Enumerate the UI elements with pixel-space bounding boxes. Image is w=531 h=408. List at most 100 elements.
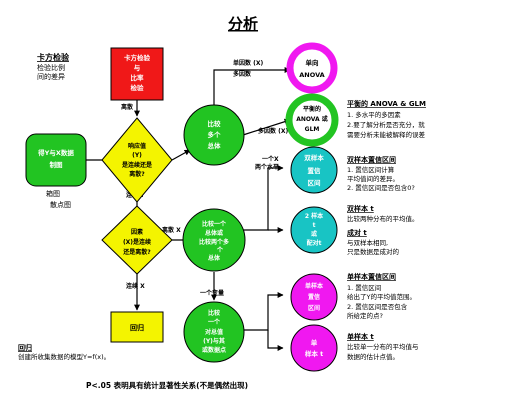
factor-type-diamond — [101, 205, 173, 275]
connectors — [86, 67, 291, 351]
regression-box — [110, 311, 164, 343]
chi-square-heading: 卡方检验 — [37, 52, 70, 62]
regression-note-text: 创建所收集数据的模型Y=f(x)。 — [18, 352, 110, 361]
circle1-line-2: 多个 — [208, 130, 222, 139]
anova2-line-3: GLM — [305, 126, 320, 133]
graph-data-box-line-2: 制图 — [50, 160, 64, 169]
edge-label-multi-factor: 多因数 — [233, 70, 252, 78]
regression-note-heading: 回归 — [18, 343, 32, 352]
edge-label-discrete-x: 离散 X — [162, 226, 181, 234]
chi-square-box — [110, 47, 164, 101]
circle1-line-1: 比较 — [208, 119, 222, 128]
edge-label-one-x: 一个X — [262, 155, 279, 163]
two-t-note-heading: 双样本 t — [347, 204, 374, 213]
diamond2-line-3: 还是离散? — [122, 248, 151, 256]
anova2-line-1: 平衡的 — [303, 105, 321, 113]
cyan1-line-2: 置信 — [308, 166, 322, 175]
circle3-line-3: 对总值 — [205, 328, 223, 336]
diamond1-line-2: (Y) — [132, 152, 142, 159]
circle3-line-2: 一个 — [208, 318, 221, 326]
chi-square-line-1: 检验比例 — [37, 63, 65, 72]
anova-note-item-2: 2.要了解分析是否充分，就 — [347, 120, 425, 129]
magenta2-line-1: 单 — [311, 338, 318, 347]
compare-many-circle — [183, 104, 245, 166]
circle1-line-3: 总体 — [208, 141, 222, 150]
cyan2-line-2: t — [313, 222, 316, 229]
anova-note-item-1: 1. 多水平的多因素 — [347, 110, 401, 119]
graph-type-box-plot: 箱图 — [46, 189, 60, 198]
paired-t-note-item-2: 只是数据是成对的 — [347, 247, 400, 256]
circle2-line-1: 比较一个 — [202, 220, 227, 228]
edge-label-one-variable: 一个变量 — [200, 289, 224, 297]
cyan2-line-1: 2 样本 — [305, 212, 324, 220]
magenta1-line-3: 区间 — [308, 304, 320, 312]
magenta1-line-1: 单样本 — [305, 282, 324, 290]
anova1-line-1: 单向 — [306, 58, 320, 67]
regression-box-label: 回归 — [130, 323, 144, 332]
connector-diamond1-to-circle1 — [171, 149, 191, 161]
graph-data-box-line-1: 得Y与X数据 — [37, 148, 74, 157]
one-t-note-heading: 单样本 t — [347, 332, 374, 341]
cyan2-line-4: 配对t — [307, 239, 322, 247]
diamond1-line-4: 离散? — [129, 170, 145, 178]
circle2-line-4: 个 — [216, 246, 224, 254]
anova-note-heading: 平衡的 ANOVA & GLM — [347, 99, 426, 108]
anova-note-item-3: 需要分析未能被解释的误差 — [347, 130, 426, 139]
circle3-line-1: 比较 — [208, 309, 220, 317]
one-sample-ci-circle — [290, 273, 338, 321]
cyan1-line-1: 双样本 — [304, 153, 324, 162]
significance-footer: P<.05 表明具有统计显著性关系(不是偶然出现) — [86, 380, 248, 390]
circle2-line-2: 总体或 — [205, 229, 223, 237]
diamond1-line-3: 是连续还是 — [121, 161, 153, 169]
one-t-note-item-1: 比较单一分布的平均值与 — [347, 342, 419, 351]
graph-data-box — [25, 133, 87, 187]
chi-square-box-line-2: 与 — [134, 63, 141, 72]
diamond2-line-2: (X)是连续 — [123, 238, 151, 246]
connector-circle3-to-magenta2 — [267, 330, 284, 351]
circle2-line-3: 比较两个多 — [199, 238, 229, 246]
graph-type-scatter: 散点图 — [50, 200, 71, 209]
two-sample-ci-circle — [290, 146, 338, 194]
compare-one-circle — [183, 301, 245, 363]
circle2-line-5: 总体 — [208, 254, 221, 262]
edge-label-two-levels: 两个水平 — [255, 163, 279, 171]
anova2-line-2: ANOVA 或 — [296, 115, 328, 123]
balanced-anova-circle — [285, 93, 339, 147]
anova1-line-2: ANOVA — [299, 71, 324, 79]
two-ci-note-heading: 双样本置信区间 — [347, 155, 396, 164]
cyan1-line-3: 区间 — [308, 178, 322, 187]
two-sample-t-circle — [290, 206, 338, 254]
paired-t-note-heading: 成对 t — [347, 228, 367, 237]
edge-label-single-factor: 单因数 (X) — [233, 59, 263, 67]
connector-circle2-to-cyan1 — [243, 165, 284, 231]
two-t-note-text: 比较两种分布的平均值。 — [347, 214, 419, 223]
circle3-line-5: 或数据点 — [202, 346, 226, 354]
one-ci-note-item-2: 给出了Y的平均值范围。 — [347, 292, 416, 301]
chi-square-box-line-3: 比率 — [131, 73, 145, 82]
two-ci-note-item-3: 2. 置信区间是否包含0? — [347, 183, 415, 192]
one-ci-note-item-3: 2. 置信区间是否包含 — [347, 302, 408, 311]
page-title: 分析 — [228, 15, 258, 33]
one-ci-note-heading: 单样本置信区间 — [347, 272, 396, 281]
diamond1-line-1: 响应值 — [128, 142, 146, 150]
one-ci-note-item-4: 所给定的点? — [347, 311, 383, 320]
one-way-anova-circle — [286, 42, 338, 94]
two-ci-note-item-1: 1. 置信区间计算 — [347, 165, 395, 174]
diamond2-line-1: 因素 — [131, 228, 143, 236]
cyan2-line-3: 或 — [311, 230, 317, 238]
compare-one-two-circle — [182, 208, 246, 272]
one-t-note-item-2: 数据的估计点值。 — [347, 352, 399, 361]
chi-square-line-2: 间的差异 — [37, 72, 65, 81]
magenta2-line-2: 样本 t — [305, 349, 323, 358]
one-sample-t-circle — [290, 324, 338, 372]
circle3-line-4: (Y)与其 — [203, 337, 225, 345]
edge-label-multi-factor-x: 多因数 (X) — [258, 127, 288, 135]
one-ci-note-item-1: 1. 置信区间 — [347, 283, 381, 292]
chi-square-box-line-4: 检验 — [131, 83, 145, 92]
edge-label-continuous-x: 连续 X — [126, 282, 145, 290]
connector-circle3-to-magenta1 — [243, 292, 284, 331]
response-type-diamond — [101, 117, 173, 203]
paired-t-note-item-1: 与双样本相同, — [347, 238, 388, 247]
two-ci-note-item-2: 平均值间的差异。 — [347, 174, 399, 183]
